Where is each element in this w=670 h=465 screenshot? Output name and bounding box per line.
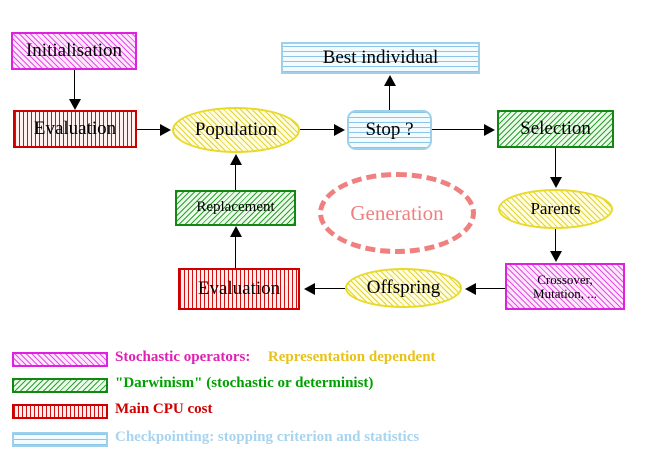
- node-best-individual[interactable]: Best individual: [281, 42, 480, 74]
- edge-initialisation-to-evaluation-arrowhead: [69, 99, 81, 110]
- node-evaluation-top-label: Evaluation: [33, 118, 117, 140]
- edge-initialisation-to-evaluation-line: [74, 70, 75, 100]
- edge-evaluation-to-replacement-line: [235, 237, 236, 268]
- node-generation: Generation: [318, 172, 476, 254]
- edge-selection-to-parents-line: [555, 148, 556, 178]
- node-evaluation-top[interactable]: Evaluation: [13, 110, 137, 148]
- legend-label-stochastic-secondary: Representation dependent: [267, 349, 436, 365]
- node-evaluation-bottom-label: Evaluation: [197, 278, 281, 300]
- edge-replacement-to-population-line: [235, 165, 236, 190]
- node-stop[interactable]: Stop ?: [347, 110, 432, 150]
- legend-swatch-stochastic: [12, 352, 108, 367]
- node-initialisation-label: Initialisation: [25, 40, 123, 62]
- legend-label-stochastic: Stochastic operators: Representation dep…: [115, 349, 436, 366]
- legend-label-stochastic-primary: Stochastic operators:: [115, 349, 251, 365]
- edge-parents-to-variation-line: [555, 229, 556, 252]
- edge-offspring-to-evaluation-arrowhead: [304, 283, 315, 295]
- node-parents-label: Parents: [530, 199, 581, 219]
- legend-swatch-darwinism: [12, 378, 108, 393]
- legend-swatch-checkpoint: [12, 432, 108, 447]
- edge-replacement-to-population-arrowhead: [230, 154, 242, 165]
- legend-label-checkpoint: Checkpointing: stopping criterion and st…: [115, 429, 419, 446]
- node-variation-label: Crossover, Mutation, ...: [533, 271, 597, 301]
- node-selection-label: Selection: [520, 118, 591, 140]
- node-selection[interactable]: Selection: [497, 110, 614, 148]
- edge-evaluation-to-population-arrowhead: [160, 124, 171, 136]
- legend-label-darwinism-primary: "Darwinism" (stochastic or determinist): [115, 375, 374, 391]
- legend-label-cpu-primary: Main CPU cost: [115, 401, 213, 417]
- node-stop-label: Stop ?: [365, 119, 414, 141]
- edge-stop-to-best-individual-line: [389, 86, 390, 110]
- node-population-label: Population: [194, 119, 278, 141]
- legend-swatch-cpu: [12, 404, 108, 419]
- node-evaluation-bottom[interactable]: Evaluation: [178, 268, 300, 310]
- edge-stop-to-best-individual-arrowhead: [384, 75, 396, 86]
- edge-variation-to-offspring-arrowhead: [465, 283, 476, 295]
- edge-stop-to-selection-line: [432, 129, 486, 130]
- edge-selection-to-parents-arrowhead: [550, 177, 562, 188]
- edge-offspring-to-evaluation-line: [313, 288, 345, 289]
- node-replacement-label: Replacement: [196, 199, 275, 216]
- node-replacement[interactable]: Replacement: [175, 190, 296, 226]
- node-variation[interactable]: Crossover, Mutation, ...: [505, 263, 625, 310]
- node-generation-label: Generation: [350, 200, 444, 225]
- edge-stop-to-selection-arrowhead: [484, 124, 495, 136]
- node-parents[interactable]: Parents: [498, 189, 613, 229]
- legend-label-checkpoint-primary: Checkpointing: stopping criterion and st…: [115, 429, 420, 445]
- node-offspring-label: Offspring: [366, 277, 441, 299]
- edge-population-to-stop-arrowhead: [334, 124, 345, 136]
- edge-evaluation-to-replacement-arrowhead: [230, 226, 242, 237]
- edge-evaluation-to-population-line: [137, 129, 163, 130]
- node-offspring[interactable]: Offspring: [345, 268, 462, 308]
- edge-variation-to-offspring-line: [474, 288, 505, 289]
- legend-label-cpu: Main CPU cost: [115, 401, 213, 418]
- edge-population-to-stop-line: [300, 129, 338, 130]
- node-population[interactable]: Population: [172, 107, 300, 153]
- edge-parents-to-variation-arrowhead: [550, 251, 562, 262]
- legend-label-darwinism: "Darwinism" (stochastic or determinist): [115, 375, 373, 392]
- node-initialisation[interactable]: Initialisation: [11, 32, 137, 70]
- node-best-individual-label: Best individual: [322, 47, 439, 69]
